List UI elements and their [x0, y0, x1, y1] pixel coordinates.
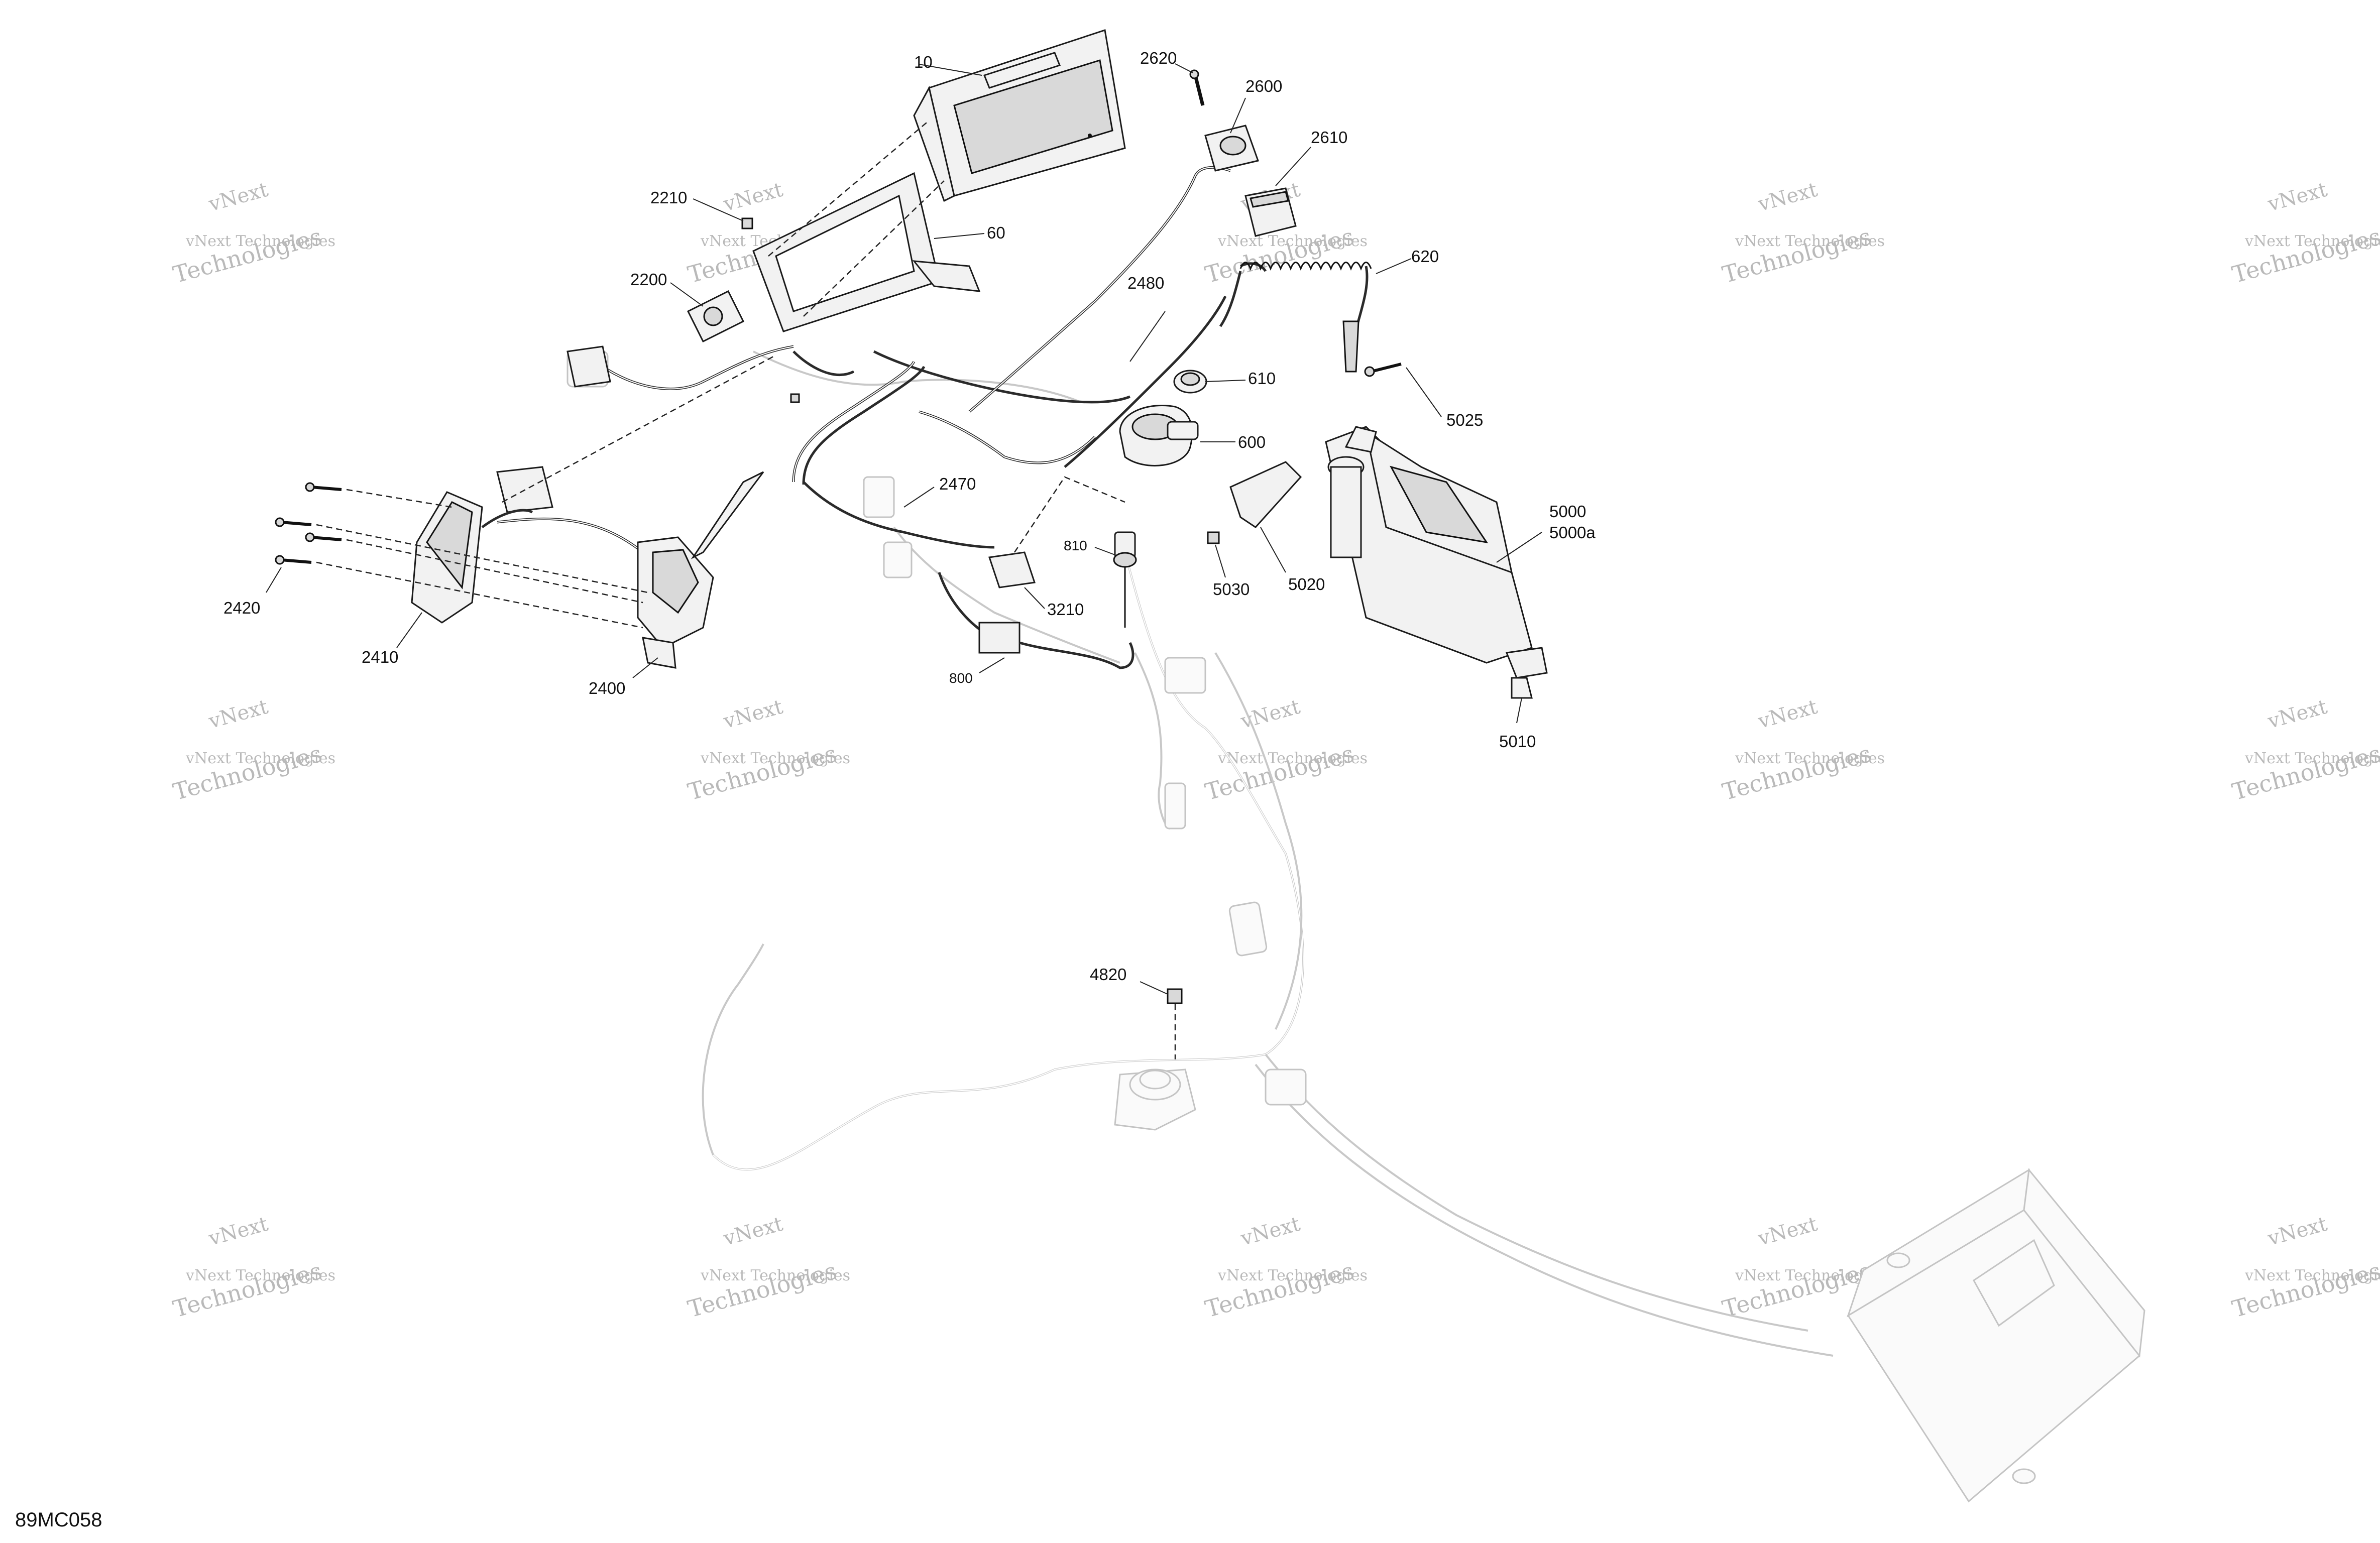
callout-2210: 2210	[650, 188, 687, 207]
watermark-vnext-technologies: vNext Technologies	[1735, 750, 1885, 767]
watermark-vnext: vNext	[721, 178, 785, 216]
watermark-vnext: vNext	[2265, 1213, 2330, 1251]
watermark-vnext: vNext	[206, 178, 271, 216]
watermark: vNext vNext Technologies Technologies	[170, 1213, 335, 1323]
nut-4820	[1140, 981, 1183, 1059]
left-switch-housing-2410	[396, 491, 483, 648]
module-2610	[1244, 147, 1311, 237]
watermark: vNext vNext Technologies Technologies	[685, 695, 850, 806]
watermark-vnext-technologies: vNext Technologies	[2244, 750, 2380, 767]
callout-810: 810	[1064, 538, 1087, 553]
callout-2400: 2400	[589, 679, 625, 697]
watermark-vnext-technologies: vNext Technologies	[1735, 232, 1885, 250]
watermark-vnext-technologies: vNext Technologies	[2244, 1267, 2380, 1284]
nut-5030	[1207, 531, 1226, 578]
figure-code: 89MC058	[15, 1509, 102, 1531]
watermark-vnext: vNext	[206, 695, 271, 734]
connector-2200	[670, 282, 745, 343]
screw-2620	[1175, 63, 1205, 106]
callout-620: 620	[1411, 247, 1439, 266]
callout-3210: 3210	[1047, 600, 1084, 619]
watermark-vnext-technologies: vNext Technologies	[1217, 750, 1368, 767]
watermark: vNext vNext Technologies Technologies	[170, 695, 335, 806]
callout-610: 610	[1248, 369, 1276, 388]
left-harness	[566, 345, 1130, 404]
watermark: vNext vNext Technologies Technologies	[2229, 1213, 2380, 1323]
callout-5010: 5010	[1499, 732, 1536, 751]
instrument-cluster	[913, 29, 1126, 202]
ghost-switch	[1114, 1069, 1196, 1131]
watermark-vnext: vNext	[2265, 178, 2330, 216]
callout-2610: 2610	[1311, 128, 1347, 147]
watermark-vnext-technologies: vNext Technologies	[2244, 232, 2380, 250]
watermark-vnext: vNext	[721, 1213, 785, 1251]
watermark: vNext vNext Technologies Technologies	[685, 1213, 850, 1323]
callout-2480: 2480	[1127, 274, 1164, 292]
callout-2200: 2200	[630, 270, 667, 289]
callout-2620: 2620	[1140, 49, 1177, 67]
watermark-vnext: vNext	[206, 1213, 271, 1251]
bracket-5010	[1505, 647, 1548, 724]
watermark-vnext: vNext	[2265, 695, 2330, 734]
watermark: vNext vNext Technologies Technologies	[1720, 178, 1885, 289]
callout-4820: 4820	[1090, 965, 1126, 984]
harness-2470	[792, 361, 1096, 549]
sensor-800	[938, 572, 1135, 673]
watermark-vnext-technologies: vNext Technologies	[185, 750, 335, 767]
watermark: vNext vNext Technologies Technologies	[170, 178, 335, 289]
watermark-vnext-technologies: vNext Technologies	[700, 750, 850, 767]
watermark: vNext vNext Technologies Technologies	[2229, 178, 2380, 289]
cluster-bracket	[752, 120, 985, 332]
right-switch-2400	[497, 471, 764, 678]
watermark-vnext-technologies: vNext Technologies	[700, 1267, 850, 1284]
watermark: vNext vNext Technologies Technologies	[1202, 1213, 1368, 1323]
connector-left-switch	[481, 355, 774, 529]
watermark-vnext: vNext	[1755, 1213, 1820, 1251]
watermark-vnext: vNext	[1238, 1213, 1303, 1251]
callout-5020: 5020	[1288, 575, 1325, 594]
callout-5030: 5030	[1213, 580, 1250, 599]
watermark: vNext vNext Technologies Technologies	[1202, 695, 1368, 806]
callout-5000a: 5000a	[1549, 523, 1596, 542]
screw-5025	[1364, 363, 1442, 417]
callout-2600: 2600	[1245, 77, 1282, 95]
callout-labels: 10 2620 2600 2610 2210 60 620 2200 2480 …	[223, 49, 1596, 984]
callout-600: 600	[1238, 433, 1266, 451]
bracket-5020	[1229, 461, 1302, 573]
tether-cord	[1219, 258, 1412, 373]
screw-2210	[693, 198, 800, 403]
watermark-vnext-technologies: vNext Technologies	[1217, 1267, 1368, 1284]
main-harness-ghost	[566, 350, 2145, 1503]
watermark-vnext: vNext	[1755, 178, 1820, 216]
watermark-vnext-technologies: vNext Technologies	[185, 232, 335, 250]
watermark: vNext vNext Technologies Technologies	[2229, 695, 2380, 806]
switch-600	[1119, 404, 1235, 466]
watermark-vnext-technologies: vNext Technologies	[1217, 232, 1368, 250]
connector-2600	[1204, 97, 1259, 172]
watermark-vnext: vNext	[721, 695, 785, 734]
ghost-battery-box	[1847, 1168, 2145, 1503]
callout-2410: 2410	[362, 648, 398, 666]
screws-2420	[266, 482, 648, 629]
callout-10: 10	[914, 53, 933, 71]
callout-800: 800	[949, 670, 973, 686]
connector-3210	[988, 476, 1125, 609]
callout-5000: 5000	[1549, 502, 1586, 521]
callout-2420: 2420	[223, 599, 260, 617]
callout-5025: 5025	[1446, 411, 1483, 429]
cap-610	[1173, 370, 1246, 394]
watermark: vNext vNext Technologies Technologies	[1720, 695, 1885, 806]
watermark-layer: vNext vNext Technologies Technologies vN…	[170, 178, 2380, 1323]
callout-60: 60	[987, 223, 1005, 242]
callout-2470: 2470	[939, 474, 976, 493]
watermark-vnext: vNext	[1755, 695, 1820, 734]
fitting-810	[1094, 531, 1137, 628]
ecu-module-5000	[1325, 426, 1542, 664]
harness-2480	[968, 166, 1231, 468]
watermark-vnext-technologies: vNext Technologies	[185, 1267, 335, 1284]
